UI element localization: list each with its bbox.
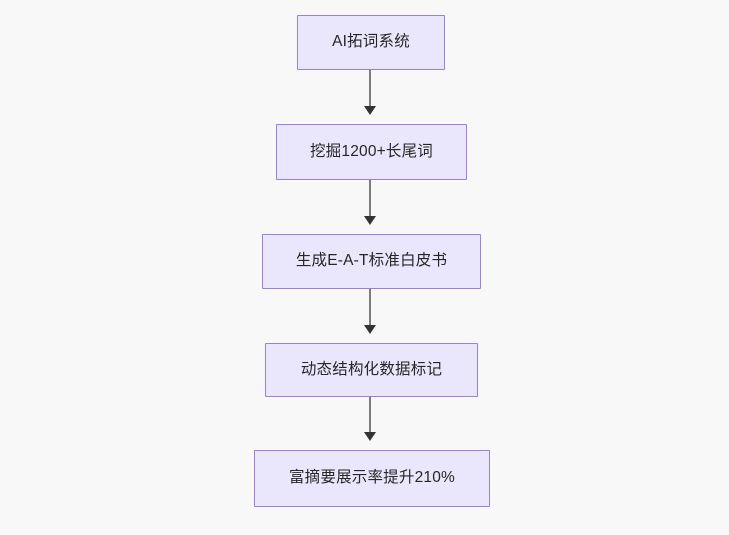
flow-node-rich-snippet-impression-lift[interactable]: 富摘要展示率提升210% <box>254 450 490 507</box>
flow-node-generate-eat-whitepaper[interactable]: 生成E-A-T标准白皮书 <box>262 234 481 289</box>
flow-node-label: AI拓词系统 <box>332 33 410 51</box>
flow-node-dynamic-structured-data-markup[interactable]: 动态结构化数据标记 <box>265 343 478 397</box>
flow-edge-3 <box>369 289 371 326</box>
flow-edge-4 <box>369 397 371 433</box>
flow-node-label: 生成E-A-T标准白皮书 <box>295 252 448 270</box>
flow-edge-1 <box>369 70 371 107</box>
flow-node-label: 挖掘1200+长尾词 <box>309 142 434 160</box>
flow-edge-2 <box>369 180 371 217</box>
arrow-down-icon <box>364 216 376 225</box>
arrow-down-icon <box>364 432 376 441</box>
flow-node-label: 富摘要展示率提升210% <box>288 469 456 487</box>
flow-node-mine-longtail-keywords[interactable]: 挖掘1200+长尾词 <box>276 124 467 180</box>
arrow-down-icon <box>364 325 376 334</box>
flow-node-label: 动态结构化数据标记 <box>300 360 443 378</box>
flow-node-ai-keyword-system[interactable]: AI拓词系统 <box>297 15 445 70</box>
arrow-down-icon <box>364 106 376 115</box>
